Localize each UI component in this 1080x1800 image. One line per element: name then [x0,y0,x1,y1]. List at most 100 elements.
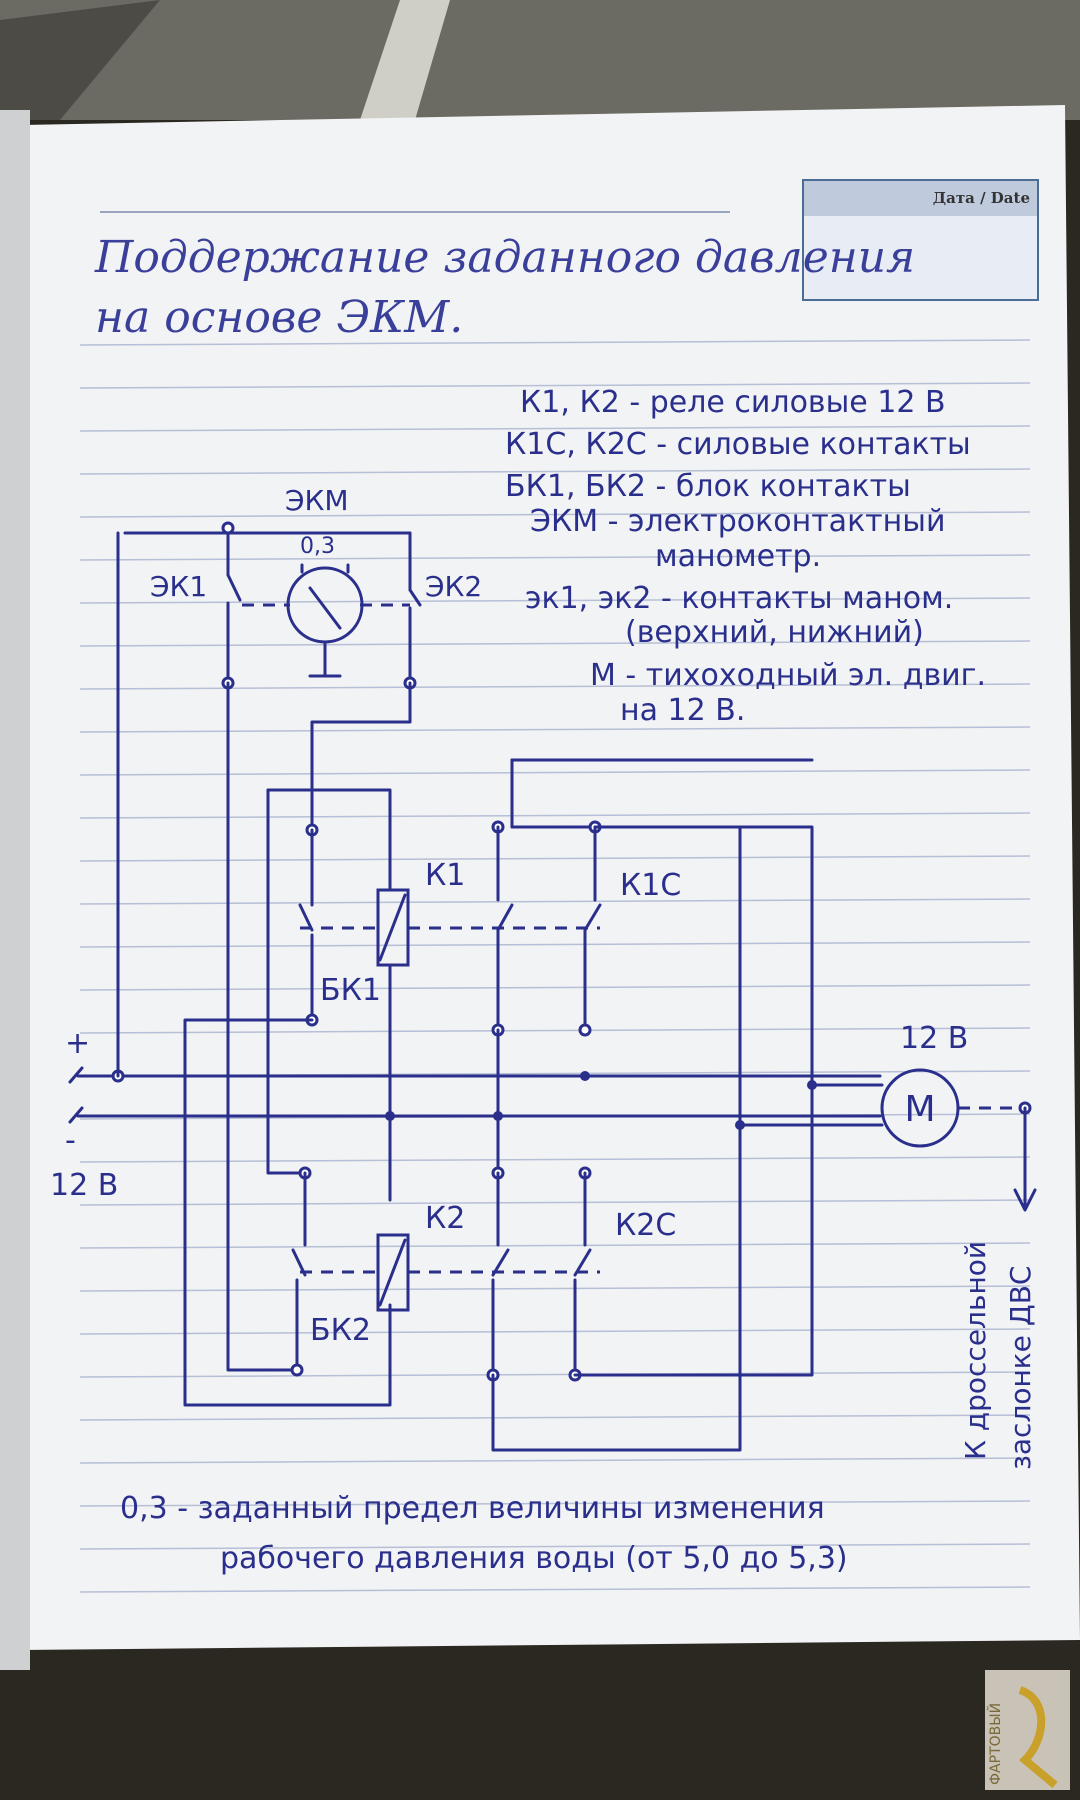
bk1-label: БК1 [320,973,381,1008]
bk2-label: БК2 [310,1313,371,1348]
throttle-label-line2: заслонке ДВС [1004,1266,1037,1470]
ruled-line [79,1457,1031,1464]
ruled-line [79,425,1031,432]
legend-line-1: К1, К2 - реле силовые 12 В [520,385,946,420]
k1-coil-slash [378,893,407,962]
ruled-line [79,683,1031,690]
k2c-left-contact [491,1248,510,1277]
watermark: ФАРТОВЫЙ [985,1670,1070,1790]
page-title-line1: Поддержание заданного давления [94,232,915,283]
ek1-label: ЭК1 [150,570,207,603]
supply-terminal-marks [68,1066,84,1124]
legend-line-7: (верхний, нижний) [625,615,924,650]
legend-line-4: ЭКМ - электроконтактный [530,504,945,539]
ruled-line [79,769,1031,776]
k1-label: К1 [425,858,465,893]
circuit-diagram: ЭКМ 0,3 ЭК1 ЭК2 + - 12 В [50,484,1037,1470]
k1c-left-contact [496,903,514,932]
ruled-line [79,1543,1031,1550]
gauge-ticks [300,563,350,574]
motor-junction-2 [735,1120,745,1130]
ruled-line [79,1371,1031,1378]
ruled-line [79,855,1031,862]
k2-label: К2 [425,1201,465,1236]
throttle-label-line1: К дроссельной [959,1241,992,1460]
bk1-return-wire [183,1018,392,1407]
ruled-line [79,984,1031,991]
k1c-to-motor-wire [593,825,742,1127]
page-spine [0,110,30,1670]
motor-voltage-label: 12 В [900,1021,968,1056]
minus-rail-junction [385,1111,395,1121]
k2c-right-contact [573,1248,592,1277]
date-label: Дата / Date [933,189,1030,207]
footnote-line1: 0,3 - заданный предел величины изменения [120,1491,825,1526]
desk-top-area [0,0,1080,120]
ekm-label: ЭКМ [285,484,349,517]
ruled-line [79,726,1031,733]
k1c-right-contact [583,903,602,932]
notebook-page [20,105,1080,1650]
k2c-right-return [573,1083,814,1377]
legend-line-5: манометр. [655,539,821,574]
ruled-line [79,1500,1031,1507]
legend-line-9: на 12 В. [620,693,745,728]
ruled-line [79,1586,1031,1593]
motor-label: М [904,1089,935,1130]
k2c-left-return [491,1123,742,1452]
minus-label: - [65,1123,76,1158]
bk1-contact [298,903,314,932]
motor-leads [738,1083,884,1127]
ruled-line [79,1156,1031,1163]
gauge-setpoint: 0,3 [300,534,335,559]
ruled-line [79,1027,1031,1034]
watermark-logo [1018,1686,1058,1789]
desk-object [0,0,160,120]
minus-rail-junction-2 [493,1111,503,1121]
k1c-label: К1С [620,868,681,903]
ruled-line [79,597,1031,604]
ruled-line [79,1242,1031,1249]
throttle-arrow [1013,1106,1037,1212]
k1c-right-bottom-terminal [578,1023,592,1037]
legend-line-6: эк1, эк2 - контакты маном. [525,581,953,616]
ek1-contact [226,573,242,602]
watermark-text: ФАРТОВЫЙ [986,1703,1004,1785]
ruled-line [79,382,1031,389]
ruled-line [79,898,1031,905]
legend-line-8: М - тихоходный эл. двиг. [590,658,986,693]
plus-label: + [65,1026,90,1061]
ruled-line [79,1328,1031,1335]
ruled-line [79,1414,1031,1421]
gauge-needle [308,586,342,630]
ek2-contact [408,588,422,607]
plus-rail-junction [580,1071,590,1081]
ruled-line [79,1199,1031,1206]
legend: К1, К2 - реле силовые 12 В К1С, К2С - си… [505,385,986,728]
ruled-lines [79,339,1031,1593]
motor-junction-1 [807,1080,817,1090]
ek2-to-k1-wire [310,681,412,832]
knife-blade [360,0,450,120]
ruled-line [79,941,1031,948]
supply-voltage-label: 12 В [50,1168,118,1203]
ruled-line [79,812,1031,819]
ek1-to-bk2-wire [226,681,299,1372]
ek2-label: ЭК2 [425,570,482,603]
ruled-line [79,554,1031,561]
k2c-label: К2С [615,1208,676,1243]
k2-feed-wire [266,788,307,1175]
ruled-line [79,468,1031,475]
ruled-line [79,640,1031,647]
ruled-line [79,1285,1031,1292]
bk2-bottom-terminal [290,1363,304,1377]
k2-coil-slash [378,1238,407,1307]
legend-line-2: К1С, К2С - силовые контакты [505,427,971,462]
k1-feed-wire [266,788,392,892]
footnote-line2: рабочего давления воды (от 5,0 до 5,3) [220,1541,848,1576]
legend-line-3: БК1, БК2 - блок контакты [505,469,911,504]
gauge-stem [308,640,342,678]
date-box: Дата / Date [802,179,1039,301]
ruled-line [79,511,1031,518]
